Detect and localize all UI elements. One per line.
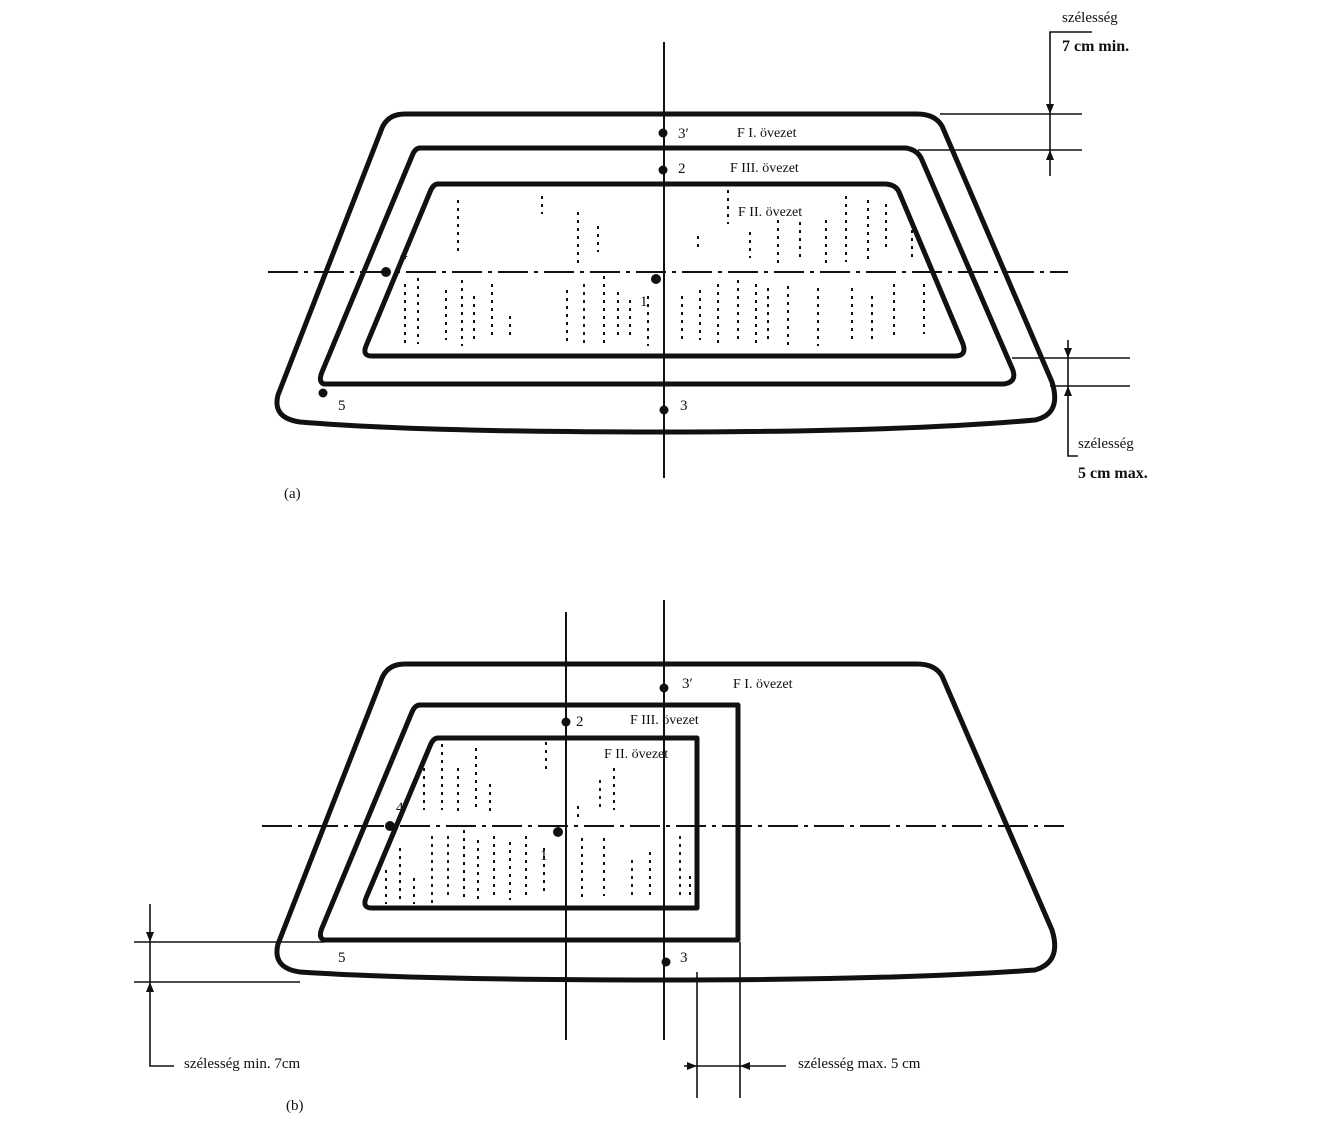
figure-b-dim-right-label: szélesség max. 5 cm <box>798 1056 921 1072</box>
figure-a-dim-top-arrow-2 <box>1046 150 1054 160</box>
figure-a-dim-bottom-arrow-1 <box>1064 348 1072 358</box>
figure-a-dim-top-arrow-1 <box>1046 104 1054 114</box>
figure-a-zone-f3-outline <box>317 145 1017 387</box>
figure-b-caption: (b) <box>286 1098 304 1114</box>
figure-a-caption: (a) <box>284 486 301 502</box>
figure-b-point-2 <box>561 717 571 727</box>
figure-a-point-5 <box>318 388 328 398</box>
figure-a-label-2: 2 <box>678 161 686 177</box>
figure-b-label-4: 4 <box>396 800 404 816</box>
figure-b-outer-outline <box>274 661 1058 983</box>
figure-a-dim-top-label: szélesség <box>1062 10 1118 26</box>
figure-b-point-3 <box>661 957 671 967</box>
figure-b-dim-left-leader <box>149 904 174 1067</box>
figure-a-dim-bottom-leader <box>1067 340 1078 457</box>
figure-b-zone-f3-outline <box>317 702 741 943</box>
figure-b-point-1 <box>553 827 563 837</box>
figure-a-point-4 <box>381 267 391 277</box>
figure-b-zone-f2-outline <box>362 735 700 911</box>
figure-a-zone-f3-label: F III. övezet <box>730 161 799 176</box>
figure-b-dim-left-label: szélesség min. 7cm <box>184 1056 301 1072</box>
figure-a-outer-outline <box>274 111 1058 435</box>
figure-b-label-5: 5 <box>338 950 346 966</box>
figure-a-dim-bottom-value: 5 cm max. <box>1078 465 1148 482</box>
figure-b-dim-left-arrow-1 <box>146 932 154 942</box>
figure-a: 3′ 2 1 4 5 3 F I. övezet F III. övezet F… <box>268 10 1148 502</box>
figure-b-label-1: 1 <box>540 848 548 864</box>
figure-a-point-2 <box>658 165 668 175</box>
figure-b-point-3prime <box>659 683 669 693</box>
figure-a-point-3 <box>659 405 669 415</box>
figure-b-dim-left-arrow-2 <box>146 982 154 992</box>
figure-b-f2-shading <box>385 742 691 904</box>
figure-a-label-1: 1 <box>640 294 648 310</box>
figure-a-zone-f2-outline <box>362 181 967 359</box>
figure-b-zone-f2-label: F II. övezet <box>604 747 668 762</box>
figure-b-label-3: 3 <box>680 950 688 966</box>
figure-a-label-5: 5 <box>338 398 346 414</box>
figure-a-point-3prime <box>658 128 668 138</box>
figure-a-dim-top-value: 7 cm min. <box>1062 38 1129 55</box>
figure-a-label-3prime: 3′ <box>678 126 689 142</box>
figure-a-point-1 <box>651 274 661 284</box>
figure-b-label-3prime: 3′ <box>682 676 693 692</box>
figure-a-dim-bottom-arrow-2 <box>1064 386 1072 396</box>
figure-a-label-4: 4 <box>400 247 408 263</box>
figure-b-dim-right-arrow-2 <box>740 1062 750 1070</box>
figure-a-dim-top-leader <box>1049 31 1092 176</box>
figure-b-point-4 <box>385 821 395 831</box>
figure-b-zone-f1-label: F I. övezet <box>733 677 793 692</box>
figure-a-label-3: 3 <box>680 398 688 414</box>
figure-b: 3′ 2 1 4 5 3 F I. övezet F III. övezet F… <box>134 600 1064 1114</box>
figure-b-label-2: 2 <box>576 714 584 730</box>
figure-b-dim-right-arrow-1 <box>687 1062 697 1070</box>
figure-a-f2-shading <box>404 190 925 348</box>
figure-a-dim-bottom-label: szélesség <box>1078 436 1134 452</box>
figure-a-zone-f2-label: F II. övezet <box>738 205 802 220</box>
figure-b-zone-f3-label: F III. övezet <box>630 713 699 728</box>
figure-a-zone-f1-label: F I. övezet <box>737 126 797 141</box>
